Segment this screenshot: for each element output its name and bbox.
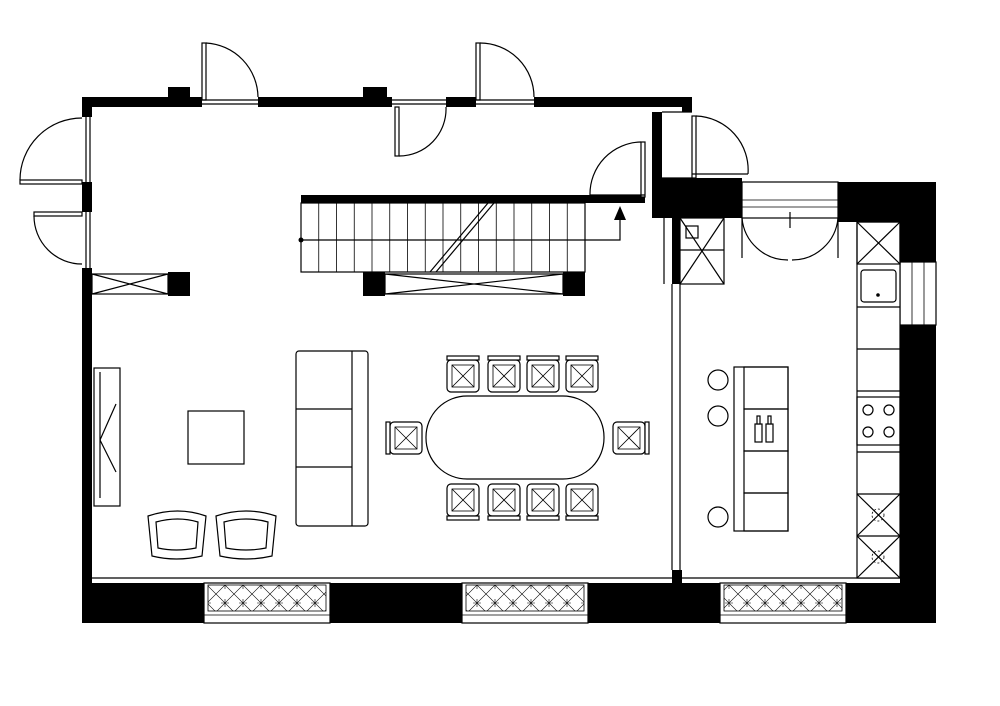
dining-chairs — [385, 355, 650, 521]
dining-chair — [526, 355, 560, 393]
dining-table — [425, 395, 605, 480]
radiator-icon — [723, 584, 843, 612]
kitchen — [707, 221, 901, 579]
doors — [19, 42, 839, 265]
sofa — [295, 350, 369, 527]
dining-chair — [612, 421, 650, 455]
bottom-windows — [203, 582, 847, 624]
bar-stool — [707, 506, 729, 528]
dining-chair — [446, 483, 480, 521]
dining-chair — [487, 483, 521, 521]
bar-stool — [707, 405, 729, 427]
armchair — [215, 510, 277, 560]
dining-chair — [385, 421, 423, 455]
living-area — [93, 350, 369, 560]
door-swing-icon — [589, 141, 646, 198]
dining-chair — [565, 483, 599, 521]
dining-chair — [526, 483, 560, 521]
dining-chair — [487, 355, 521, 393]
dining-chair — [446, 355, 480, 393]
hob-icon — [856, 396, 901, 446]
door-swing-icon — [475, 42, 535, 105]
door-swing-icon — [741, 212, 839, 261]
wine-bottle-icon — [754, 415, 774, 443]
kitchen-counter — [856, 221, 901, 579]
door-swing-icon — [33, 211, 83, 265]
stair-arrow-icon — [614, 206, 626, 220]
tv-unit — [93, 367, 121, 507]
sink-icon — [860, 269, 897, 303]
stair-treads — [318, 203, 568, 272]
staircase — [298, 202, 626, 273]
kitchen-island — [733, 366, 789, 532]
door-swing-icon — [691, 115, 749, 179]
beams — [91, 217, 725, 295]
dining-area — [385, 355, 650, 521]
door-swing-icon — [392, 99, 447, 157]
dining-chair — [565, 355, 599, 393]
door-swing-icon — [201, 42, 259, 105]
left-wall-openings — [85, 117, 91, 268]
kitchen-side-window — [899, 261, 937, 326]
radiator-icon — [465, 584, 585, 612]
radiator-icon — [207, 584, 327, 612]
door-swing-icon — [19, 117, 83, 185]
armchair — [147, 510, 207, 560]
walls — [82, 87, 936, 623]
bar-stool — [707, 369, 729, 391]
coffee-table — [187, 410, 245, 465]
